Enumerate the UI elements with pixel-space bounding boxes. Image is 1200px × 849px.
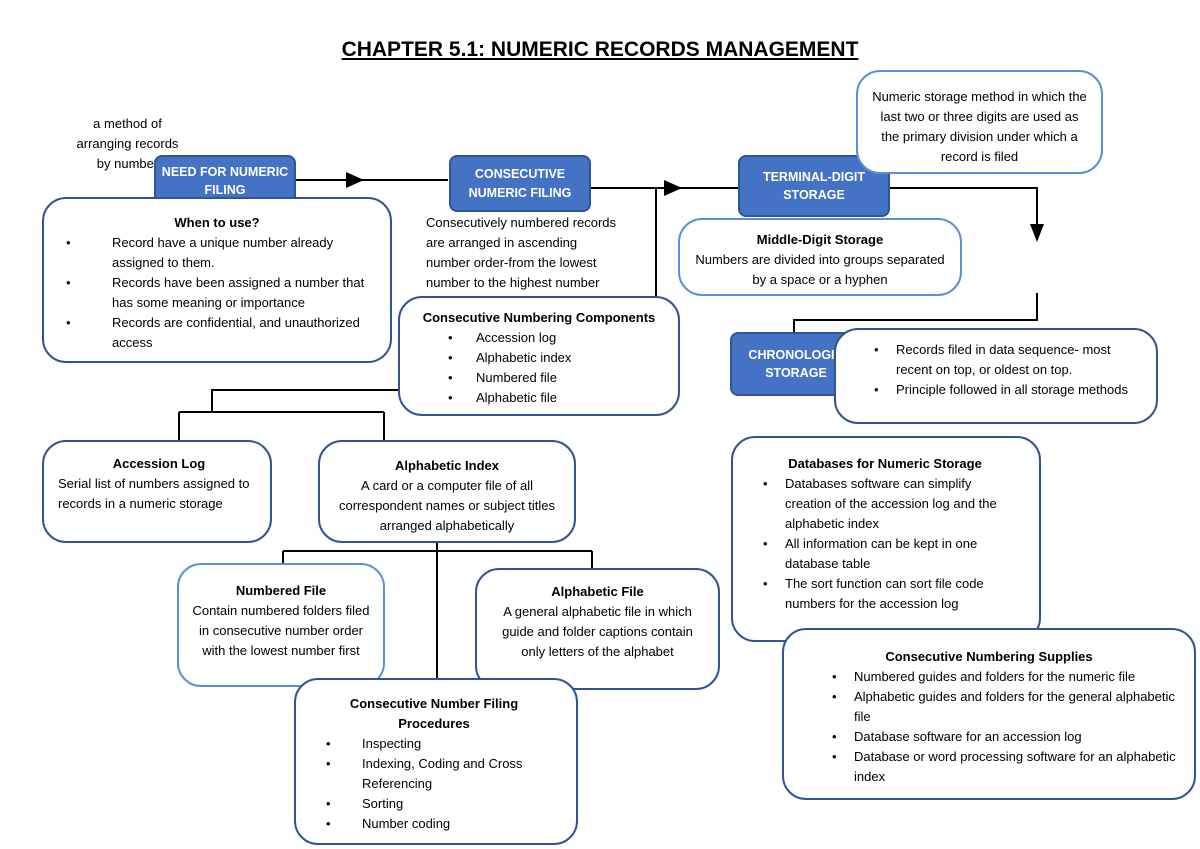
when-to-use-list: Record have a unique number already assi… bbox=[58, 233, 376, 353]
arrowhead-1 bbox=[346, 172, 364, 188]
list-item: The sort function can sort file code num… bbox=[755, 574, 1015, 614]
components-box: Consecutive Numbering Components Accessi… bbox=[398, 296, 680, 416]
middle-digit-box: Middle-Digit Storage Numbers are divided… bbox=[678, 218, 962, 296]
procedures-list: Inspecting Indexing, Coding and Cross Re… bbox=[318, 734, 558, 834]
page-title: CHAPTER 5.1: NUMERIC RECORDS MANAGEMENT bbox=[341, 38, 859, 61]
list-item: Number coding bbox=[318, 814, 558, 834]
databases-box: Databases for Numeric Storage Databases … bbox=[731, 436, 1041, 642]
list-item: Sorting bbox=[318, 794, 558, 814]
list-item: Alphabetic index bbox=[440, 348, 668, 368]
alphabetic-index-box: Alphabetic Index A card or a computer fi… bbox=[318, 440, 576, 543]
supplies-list: Numbered guides and folders for the nume… bbox=[824, 667, 1182, 787]
list-item: Numbered file bbox=[440, 368, 668, 388]
list-item: Alphabetic file bbox=[440, 388, 668, 408]
list-item: Alphabetic guides and folders for the ge… bbox=[824, 687, 1182, 727]
supplies-box: Consecutive Numbering Supplies Numbered … bbox=[782, 628, 1196, 800]
consecutive-description: Consecutively numbered records are arran… bbox=[426, 215, 617, 290]
list-item: Accession log bbox=[440, 328, 668, 348]
when-to-use-box: When to use? Record have a unique number… bbox=[42, 197, 392, 363]
connector-terminal-to-right bbox=[890, 187, 1038, 232]
list-item: Databases software can simplify creation… bbox=[755, 474, 1015, 534]
numbered-file-box: Numbered File Contain numbered folders f… bbox=[177, 563, 385, 687]
chronologic-list: Records filed in data sequence- most rec… bbox=[866, 340, 1146, 400]
list-item: Principle followed in all storage method… bbox=[866, 380, 1146, 400]
list-item: Records have been assigned a number that… bbox=[58, 273, 376, 313]
list-item: Inspecting bbox=[318, 734, 558, 754]
list-item: Database or word processing software for… bbox=[824, 747, 1182, 787]
chronologic-description-box: Records filed in data sequence- most rec… bbox=[834, 328, 1158, 424]
definition-note: a method of arranging records by number bbox=[76, 116, 179, 171]
list-item: Database software for an accession log bbox=[824, 727, 1182, 747]
connector-components-to-branches bbox=[211, 389, 400, 412]
when-to-use-heading: When to use? bbox=[174, 215, 260, 230]
list-item: Record have a unique number already assi… bbox=[58, 233, 376, 273]
node-consecutive-numeric-filing: CONSECUTIVE NUMERIC FILING bbox=[449, 155, 591, 212]
databases-list: Databases software can simplify creation… bbox=[755, 474, 1015, 614]
accession-log-box: Accession Log Serial list of numbers ass… bbox=[42, 440, 272, 543]
components-list: Accession log Alphabetic index Numbered … bbox=[440, 328, 668, 408]
list-item: Indexing, Coding and Cross Referencing bbox=[318, 754, 558, 794]
list-item: Records filed in data sequence- most rec… bbox=[866, 340, 1146, 380]
arrowhead-3 bbox=[1030, 224, 1044, 242]
list-item: All information can be kept in one datab… bbox=[755, 534, 1015, 574]
list-item: Records are confidential, and unauthoriz… bbox=[58, 313, 376, 353]
connector-to-chronologic bbox=[793, 293, 1038, 332]
list-item: Numbered guides and folders for the nume… bbox=[824, 667, 1182, 687]
procedures-box: Consecutive Number Filing Procedures Ins… bbox=[294, 678, 578, 845]
alphabetic-file-box: Alphabetic File A general alphabetic fil… bbox=[475, 568, 720, 690]
arrowhead-2 bbox=[664, 180, 682, 196]
terminal-digit-description-box: Numeric storage method in which the last… bbox=[856, 70, 1103, 174]
